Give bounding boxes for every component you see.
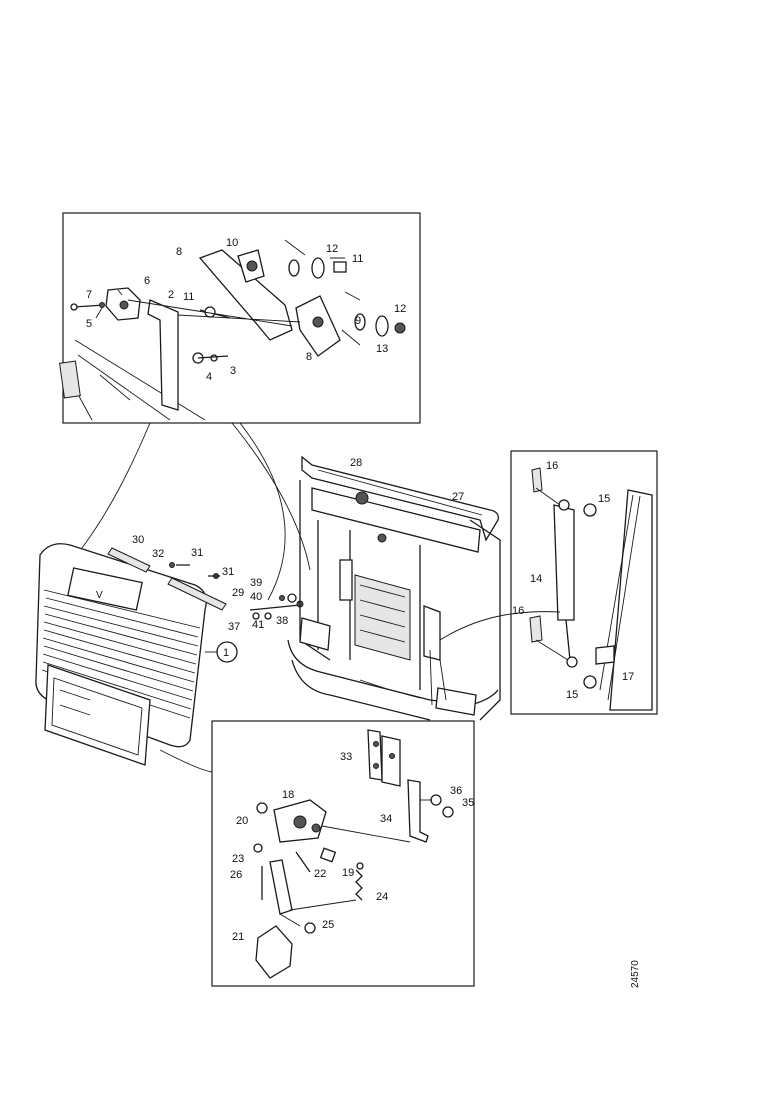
callout-31b: 31	[222, 566, 234, 578]
callout-16b: 16	[512, 605, 524, 617]
callout-39: 39	[250, 577, 262, 589]
callout-36: 36	[450, 785, 462, 797]
callout-11a: 11	[352, 253, 363, 265]
connection-line	[439, 611, 561, 641]
callout-38: 38	[276, 615, 288, 627]
callout-28: 28	[350, 457, 362, 469]
callout-11b: 11	[183, 291, 194, 303]
callout-5: 5	[86, 318, 92, 330]
callout-2: 2	[168, 289, 174, 301]
callout-30: 30	[132, 534, 144, 546]
cab-front	[287, 455, 501, 721]
callout-16a: 16	[546, 460, 558, 472]
callout-34: 34	[380, 813, 392, 825]
callout-10: 10	[226, 237, 238, 249]
callout-18: 18	[282, 789, 294, 801]
callout-9: 9	[355, 315, 361, 327]
front-grille: V	[35, 543, 207, 766]
callout-15b: 15	[566, 689, 578, 701]
callout-21: 21	[232, 931, 244, 943]
connection-line	[81, 422, 151, 549]
callout-6: 6	[144, 275, 150, 287]
callout-41: 41	[252, 619, 264, 631]
callout-8b: 8	[306, 351, 312, 363]
callout-32: 32	[152, 548, 164, 560]
callout-35: 35	[462, 797, 474, 809]
bottom-detail-box	[211, 720, 475, 987]
callout-37: 37	[228, 621, 240, 633]
callout-1: 1	[223, 647, 229, 659]
callout-31a: 31	[191, 547, 203, 559]
callout-12a: 12	[326, 243, 338, 255]
callout-24: 24	[376, 891, 388, 903]
callout-labels: 8 10 12 11 6 2 7 5 11 12 13 8 9 4 3 28 2…	[86, 237, 641, 988]
right-detail-box	[510, 450, 658, 715]
callout-14: 14	[530, 573, 542, 585]
callout-3: 3	[230, 365, 236, 377]
callout-25: 25	[322, 919, 334, 931]
callout-22: 22	[314, 868, 326, 880]
connection-line	[159, 749, 213, 773]
callout-40: 40	[250, 591, 262, 603]
grille-fittings	[107, 547, 304, 620]
callout-29: 29	[232, 587, 244, 599]
connection-line	[239, 422, 286, 601]
callout-4: 4	[206, 371, 212, 383]
callout-26: 26	[230, 869, 242, 881]
callout-7: 7	[86, 289, 92, 301]
callout-15a: 15	[598, 493, 610, 505]
callout-13: 13	[376, 343, 388, 355]
callout-12b: 12	[394, 303, 406, 315]
grille-emblem: V	[96, 590, 103, 601]
connection-line	[231, 422, 311, 571]
callout-17: 17	[622, 671, 634, 683]
callout-33: 33	[340, 751, 352, 763]
top-detail-box	[59, 212, 421, 424]
callout-8a: 8	[176, 246, 182, 258]
callout-27: 27	[452, 491, 464, 503]
callout-20: 20	[236, 815, 248, 827]
callout-23: 23	[232, 853, 244, 865]
drawing-number: 24570	[630, 960, 641, 988]
callout-19: 19	[342, 867, 354, 879]
